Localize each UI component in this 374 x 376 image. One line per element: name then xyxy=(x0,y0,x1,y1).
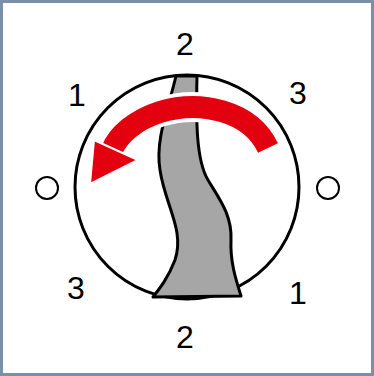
callout-number: 1 xyxy=(68,79,86,111)
off-mark xyxy=(317,177,339,199)
callout-number: 3 xyxy=(67,272,85,304)
rotation-arrowhead xyxy=(90,140,138,184)
callout-number: 2 xyxy=(176,28,194,60)
arrow-halo xyxy=(112,107,268,150)
knob-circle xyxy=(75,75,299,299)
off-mark xyxy=(36,177,58,199)
callout-number: 1 xyxy=(289,277,307,309)
rotation-arrow xyxy=(112,107,268,150)
callout-number: 2 xyxy=(176,321,194,353)
callout-number: 3 xyxy=(289,77,307,109)
